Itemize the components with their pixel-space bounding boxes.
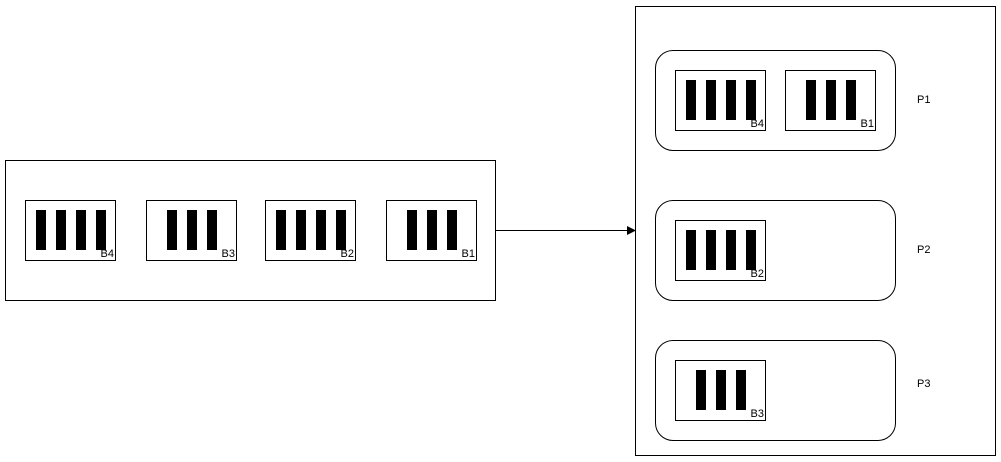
partition-block-b3: B3 [675, 360, 766, 421]
bar [76, 210, 86, 250]
partition-block-b4: B4 [675, 70, 766, 131]
bar [706, 80, 716, 120]
bar [706, 230, 716, 270]
bar [806, 80, 816, 120]
bar [187, 210, 197, 250]
bar [167, 210, 177, 250]
bar [746, 230, 756, 270]
partition-label-p1: P1 [917, 94, 931, 106]
bar [846, 80, 856, 120]
source-block-b3: B3 [146, 200, 237, 261]
bar [207, 210, 217, 250]
source-block-b1: B1 [386, 200, 477, 261]
bar [726, 80, 736, 120]
bar [56, 210, 66, 250]
partition-p2 [655, 200, 896, 301]
partition-block-b2: B2 [675, 220, 766, 281]
bar [427, 210, 437, 250]
bar [276, 210, 286, 250]
partition-label-p2: P2 [917, 244, 931, 256]
source-block-b2: B2 [265, 200, 356, 261]
bar [296, 210, 306, 250]
bar [686, 230, 696, 270]
block-label: B3 [750, 408, 764, 420]
block-label: B4 [750, 118, 764, 130]
source-block-b4: B4 [25, 200, 116, 261]
bar [726, 230, 736, 270]
bar [336, 210, 346, 250]
bar [36, 210, 46, 250]
block-label: B2 [340, 248, 354, 260]
block-label: B1 [860, 118, 874, 130]
partition-block-b1: B1 [785, 70, 876, 131]
bar [696, 370, 706, 410]
bar [736, 370, 746, 410]
block-label: B2 [750, 268, 764, 280]
bar [407, 210, 417, 250]
block-label: B3 [221, 248, 235, 260]
bar [716, 370, 726, 410]
bar [316, 210, 326, 250]
partition-label-p3: P3 [917, 378, 931, 390]
bar [447, 210, 457, 250]
bar [746, 80, 756, 120]
block-label: B1 [461, 248, 475, 260]
bar [686, 80, 696, 120]
block-label: B4 [100, 248, 114, 260]
bar [96, 210, 106, 250]
bar [826, 80, 836, 120]
